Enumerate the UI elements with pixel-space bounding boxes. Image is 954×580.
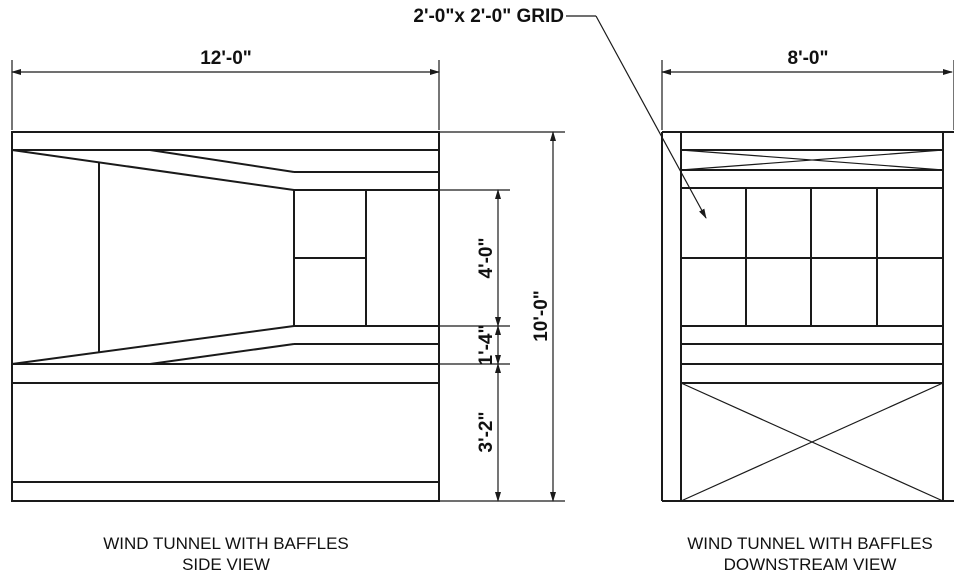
base-dim-label: 3'-2" [476,412,497,453]
side-width-label: 12'-0" [200,48,252,69]
opening-dim-label: 4'-0" [476,238,497,279]
side-width-dimension: 12'-0" [11,48,440,130]
side-grid [293,190,367,326]
grid-callout-label: 2'-0"x 2'-0" GRID [413,6,564,27]
side-outer-frame [11,131,440,502]
downstream-width-label: 8'-0" [788,48,829,69]
lower-baffle-inner [11,325,295,365]
side-view: 12'-0" [11,48,565,574]
downstream-caption-line1: WIND TUNNEL WITH BAFFLES [687,534,933,553]
downstream-caption-line2: DOWNSTREAM VIEW [724,555,897,574]
lower-baffle-outer [149,343,295,365]
upper-baffle-outer [149,149,295,173]
downstream-view: 8'-0" WIND TUNNEL WITH BAFFLES DOWNSTREA… [661,48,954,574]
callout-leader [595,15,707,219]
side-caption-line2: SIDE VIEW [182,555,270,574]
upper-baffle-inner [11,149,295,191]
offset-dim-label: 1'-4" [476,325,497,366]
side-caption-line1: WIND TUNNEL WITH BAFFLES [103,534,349,553]
side-vertical-dimensions: 4'-0" 1'-4" 3'-2" 10'-0" [439,131,565,502]
downstream-grid [681,188,943,327]
grid-callout: 2'-0"x 2'-0" GRID [413,6,707,219]
height-dim-label: 10'-0" [531,290,552,342]
downstream-width-dimension: 8'-0" [661,48,954,130]
